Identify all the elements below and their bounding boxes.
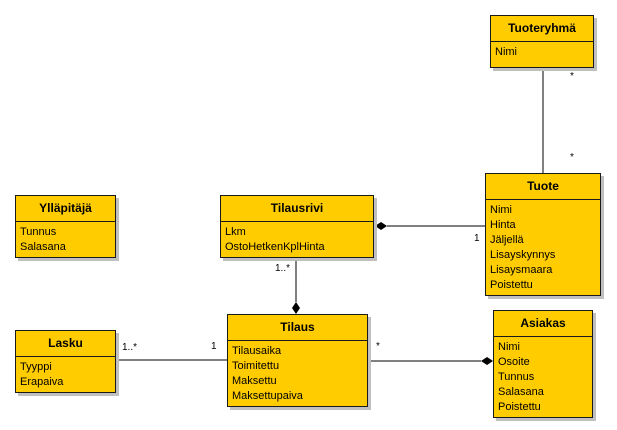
multiplicity-label: * [570,152,574,163]
attribute: Toimitettu [232,360,280,372]
multiplicity-label: 1 [211,341,217,352]
attribute: Nimi [495,46,517,58]
class-tuoteryhma[interactable]: Tuoteryhmä Nimi [490,15,594,68]
class-name: Tilausrivi [221,196,373,222]
class-name: Lasku [16,331,115,357]
composition-diamond-tilausrivi-tuote [375,222,387,230]
class-name: Asiakas [494,311,592,337]
attribute: Lkm [225,226,246,238]
attribute-list: Nimi Hinta Jäljellä Lisayskynnys Lisaysm… [486,200,600,295]
composition-diamond-tilaus-asiakas [481,357,493,365]
attribute: Erapaiva [20,376,64,388]
attribute: Osoite [498,356,530,368]
attribute: Lisayskynnys [490,249,556,261]
multiplicity-label: 1..* [275,263,291,274]
multiplicity-label: 1 [474,233,480,244]
class-name: Tuoteryhmä [491,16,593,42]
multiplicity-label: * [570,71,574,82]
class-yllapitaja[interactable]: Ylläpitäjä Tunnus Salasana [15,195,116,258]
attribute: Maksettupaiva [232,390,303,402]
attribute: Jäljellä [490,234,524,246]
attribute: Salasana [498,386,544,398]
attribute: Nimi [498,341,520,353]
attribute: Lisaysmaara [490,264,553,276]
class-name: Tilaus [228,315,367,341]
attribute-list: Tunnus Salasana [16,222,115,257]
class-lasku[interactable]: Lasku Tyyppi Erapaiva [15,330,116,393]
multiplicity-label: 1..* [122,342,138,353]
composition-diamond-tilausrivi-tilaus [292,302,300,314]
class-tuote[interactable]: Tuote Nimi Hinta Jäljellä Lisayskynnys L… [485,173,601,296]
attribute: Hinta [490,219,516,231]
attribute: Tyyppi [20,361,52,373]
attribute: Tunnus [498,371,535,383]
class-tilausrivi[interactable]: Tilausrivi Lkm OstoHetkenKplHinta [220,195,374,258]
attribute-list: Lkm OstoHetkenKplHinta [221,222,373,257]
class-name: Tuote [486,174,600,200]
attribute: Poistettu [498,401,541,413]
class-tilaus[interactable]: Tilaus Tilausaika Toimitettu Maksettu Ma… [227,314,368,407]
attribute: Maksettu [232,375,277,387]
attribute: Poistettu [490,279,533,291]
attribute: OstoHetkenKplHinta [225,241,325,253]
attribute: Tilausaika [232,345,282,357]
attribute: Nimi [490,204,512,216]
attribute-list: Nimi Osoite Tunnus Salasana Poistettu [494,337,592,417]
attribute: Tunnus [20,226,57,238]
attribute-list: Tilausaika Toimitettu Maksettu Maksettup… [228,341,367,406]
multiplicity-label: * [376,341,380,352]
attribute: Salasana [20,241,66,253]
attribute-list: Tyyppi Erapaiva [16,357,115,392]
attribute-list: Nimi [491,42,593,67]
class-asiakas[interactable]: Asiakas Nimi Osoite Tunnus Salasana Pois… [493,310,593,418]
class-name: Ylläpitäjä [16,196,115,222]
